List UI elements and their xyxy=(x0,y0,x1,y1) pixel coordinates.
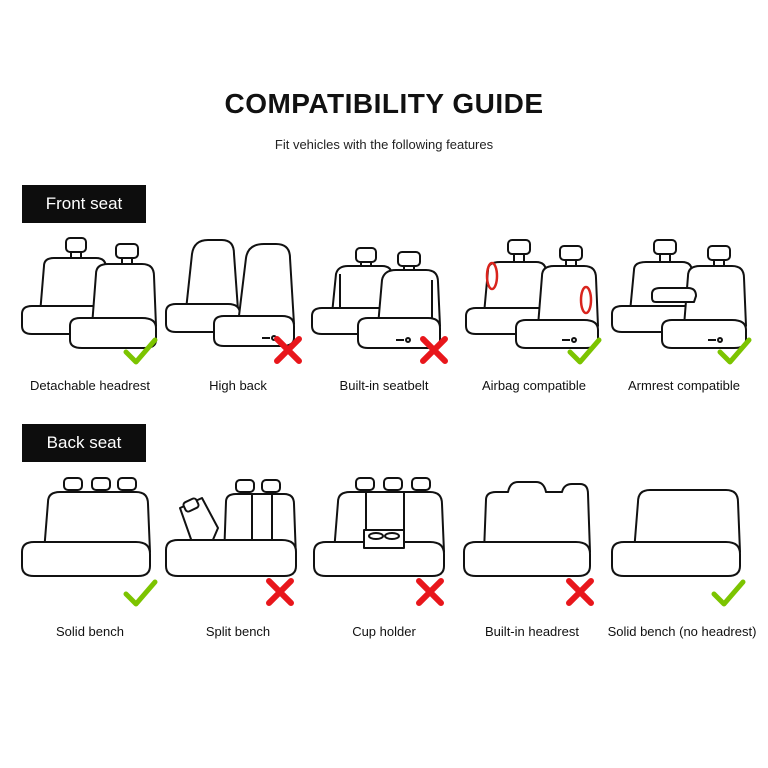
check-mark-icon xyxy=(566,332,602,368)
feature-label: Solid bench (no headrest) xyxy=(607,624,757,639)
feature-built-in-headrest: Built-in headrest xyxy=(456,470,608,640)
seat-high-back-illustration xyxy=(165,239,295,347)
feature-label: Armrest compatible xyxy=(628,378,740,393)
section-tab-back-seat: Back seat xyxy=(22,424,146,462)
seat-cup-holder-illustration xyxy=(313,477,445,577)
cross-mark-icon xyxy=(262,574,298,610)
check-mark-icon xyxy=(710,574,746,610)
airbag-marker-right xyxy=(579,285,593,315)
cross-mark-icon xyxy=(562,574,598,610)
seat-detachable-headrest-illustration xyxy=(21,237,157,349)
cross-mark-icon xyxy=(416,332,452,368)
front-seat-row: Detachable headrest High back xyxy=(0,230,768,400)
feature-label: Cup holder xyxy=(352,624,416,639)
cross-mark-icon xyxy=(270,332,306,368)
check-mark-icon xyxy=(122,332,158,368)
back-seat-row: Solid bench Split bench xyxy=(0,470,768,640)
seat-airbag-compatible-illustration xyxy=(465,239,599,349)
seat-split-bench-illustration xyxy=(165,479,297,577)
check-mark-icon xyxy=(716,332,752,368)
feature-label: Solid bench xyxy=(56,624,124,639)
feature-split-bench: Split bench xyxy=(162,470,314,640)
feature-label: Detachable headrest xyxy=(30,378,150,393)
seat-solid-bench-no-headrest-illustration xyxy=(611,489,741,577)
feature-cup-holder: Cup holder xyxy=(308,470,460,640)
feature-armrest-compatible: Armrest compatible xyxy=(608,230,760,400)
check-mark-icon xyxy=(122,574,158,610)
seat-built-in-seatbelt-illustration xyxy=(311,247,441,349)
feature-label: High back xyxy=(209,378,267,393)
cross-mark-icon xyxy=(412,574,448,610)
feature-label: Built-in seatbelt xyxy=(339,378,429,393)
feature-solid-bench-no-headrest: Solid bench (no headrest) xyxy=(606,470,758,640)
page-subtitle: Fit vehicles with the following features xyxy=(274,137,494,152)
section-tab-front-seat: Front seat xyxy=(22,185,146,223)
feature-solid-bench: Solid bench xyxy=(14,470,166,640)
feature-built-in-seatbelt: Built-in seatbelt xyxy=(308,230,460,400)
seat-built-in-headrest-illustration xyxy=(463,481,591,577)
feature-label: Split bench xyxy=(205,624,271,639)
feature-high-back: High back xyxy=(162,230,314,400)
airbag-marker-left xyxy=(485,261,499,291)
feature-label: Airbag compatible xyxy=(481,378,587,393)
feature-label: Built-in headrest xyxy=(485,624,579,639)
seat-armrest-compatible-illustration xyxy=(611,239,747,349)
feature-detachable-headrest: Detachable headrest xyxy=(14,230,166,400)
feature-airbag-compatible: Airbag compatible xyxy=(458,230,610,400)
page-title: COMPATIBILITY GUIDE xyxy=(224,88,544,119)
seat-solid-bench-illustration xyxy=(21,477,151,577)
